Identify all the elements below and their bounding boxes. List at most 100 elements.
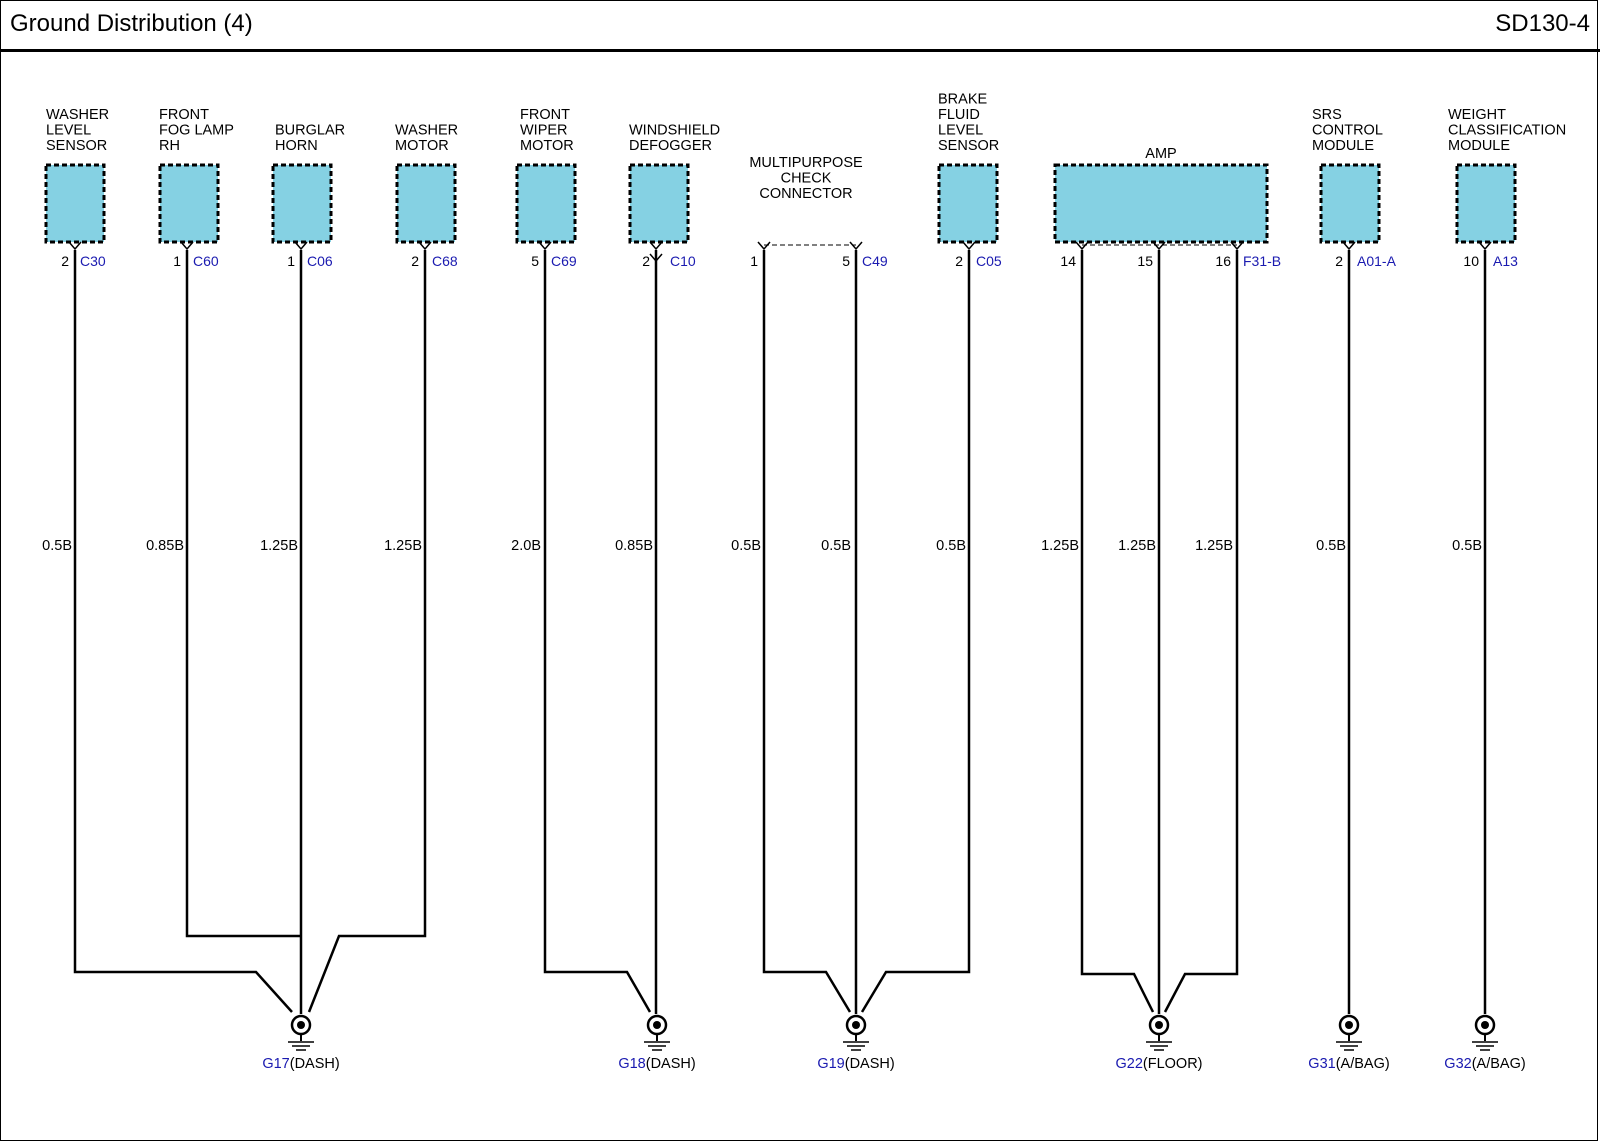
connector-code-c49: C49 xyxy=(862,253,888,269)
component-label-a01a: SRS xyxy=(1312,107,1342,123)
component-label-a13: WEIGHT xyxy=(1448,107,1506,123)
component-label-c60: FRONT xyxy=(159,107,209,123)
connector-code-c10: C10 xyxy=(670,253,696,269)
page-title: Ground Distribution (4) xyxy=(10,10,253,37)
ground-location: (DASH) xyxy=(845,1056,895,1072)
pin-number: 10 xyxy=(1463,253,1479,269)
ground-wire xyxy=(543,250,652,1013)
pin-number: 2 xyxy=(955,253,963,269)
component-label-c06: HORN xyxy=(275,138,318,154)
ground-location: (A/BAG) xyxy=(1472,1056,1526,1072)
ground-label-g17: G17(DASH) xyxy=(262,1056,339,1072)
pin-terminal xyxy=(962,241,976,251)
wire-label: 0.85B xyxy=(615,538,653,554)
pin-terminal xyxy=(1342,241,1356,251)
pin-number: 1 xyxy=(750,253,758,269)
ground-code: G17 xyxy=(262,1056,289,1072)
ground-label-g19: G19(DASH) xyxy=(817,1056,894,1072)
pin-number: 2 xyxy=(61,253,69,269)
wire-label: 2.0B xyxy=(511,538,541,554)
pin-number: 5 xyxy=(842,253,850,269)
component-label-c69: WIPER xyxy=(520,123,568,139)
component-label-c30: WASHER xyxy=(46,107,109,123)
wire-label: 1.25B xyxy=(384,538,422,554)
pin-number: 5 xyxy=(531,253,539,269)
pin-number: 15 xyxy=(1137,253,1153,269)
ground-eyelet-center xyxy=(1155,1021,1163,1029)
component-label-c30: LEVEL xyxy=(46,123,91,139)
pin-number: 14 xyxy=(1060,253,1076,269)
pin-terminal xyxy=(294,241,308,251)
ground-label-g31: G31(A/BAG) xyxy=(1308,1056,1389,1072)
connector-code-a13: A13 xyxy=(1493,253,1518,269)
component-box-c30 xyxy=(44,163,106,244)
ground-code: G19 xyxy=(817,1056,844,1072)
wire-label: 1.25B xyxy=(1118,538,1156,554)
ground-label-g18: G18(DASH) xyxy=(618,1056,695,1072)
pin-terminal xyxy=(849,241,863,251)
ground-code: G22 xyxy=(1115,1056,1142,1072)
wire-label: 0.5B xyxy=(731,538,761,554)
ground-wire xyxy=(860,250,971,1013)
component-label-c05: SENSOR xyxy=(938,138,999,154)
component-label-c05: FLUID xyxy=(938,107,980,123)
connector-code-c60: C60 xyxy=(193,253,219,269)
connector-code-c69: C69 xyxy=(551,253,577,269)
connector-code-a01a: A01-A xyxy=(1357,253,1397,269)
pin-terminal xyxy=(538,241,552,251)
pin-terminal xyxy=(1230,241,1244,251)
component-box-c10 xyxy=(628,163,690,244)
wire-label: 0.5B xyxy=(1316,538,1346,554)
component-label-c60: FOG LAMP xyxy=(159,123,234,139)
pin-terminal xyxy=(649,241,663,251)
ground-label-g32: G32(A/BAG) xyxy=(1444,1056,1525,1072)
page-code: SD130-4 xyxy=(1495,10,1590,37)
pin-terminal xyxy=(757,241,771,251)
component-label-a13: MODULE xyxy=(1448,138,1510,154)
component-box-c06 xyxy=(271,163,333,244)
connector-code-c30: C30 xyxy=(80,253,106,269)
ground-wire xyxy=(762,250,852,1013)
ground-location: (DASH) xyxy=(646,1056,696,1072)
component-label-c69: MOTOR xyxy=(520,138,574,154)
component-label-c60: RH xyxy=(159,138,180,154)
component-label-c05: BRAKE xyxy=(938,92,987,108)
component-box-c68 xyxy=(395,163,457,244)
ground-wire xyxy=(185,250,301,938)
component-label-c49: CONNECTOR xyxy=(759,186,852,202)
ground-eyelet-center xyxy=(297,1021,305,1029)
component-label-c30: SENSOR xyxy=(46,138,107,154)
component-box-c69 xyxy=(515,163,577,244)
pin-number: 2 xyxy=(1335,253,1343,269)
pin-terminal xyxy=(418,241,432,251)
ground-location: (FLOOR) xyxy=(1143,1056,1203,1072)
pin-terminal xyxy=(68,241,82,251)
pin-number: 16 xyxy=(1215,253,1231,269)
wire-label: 0.85B xyxy=(146,538,184,554)
ground-wire xyxy=(307,250,427,1013)
ground-wire xyxy=(73,250,293,1013)
ground-eyelet-center xyxy=(1345,1021,1353,1029)
connector-code-c68: C68 xyxy=(432,253,458,269)
ground-wire xyxy=(1080,250,1155,1013)
wire-label: 0.5B xyxy=(42,538,72,554)
pin-terminal xyxy=(1075,241,1089,251)
ground-code: G32 xyxy=(1444,1056,1471,1072)
component-box-a01a xyxy=(1319,163,1381,244)
header-rule xyxy=(0,49,1600,52)
ground-eyelet-center xyxy=(852,1021,860,1029)
component-label-c49: MULTIPURPOSE xyxy=(749,155,863,171)
component-label-f31b: AMP xyxy=(1145,146,1176,162)
pin-number: 1 xyxy=(287,253,295,269)
component-box-f31b xyxy=(1053,163,1269,244)
pin-number: 2 xyxy=(642,253,650,269)
component-box-c05 xyxy=(937,163,999,244)
ground-code: G18 xyxy=(618,1056,645,1072)
wire-label: 0.5B xyxy=(1452,538,1482,554)
pin-number: 2 xyxy=(411,253,419,269)
wire-label: 0.5B xyxy=(936,538,966,554)
component-label-c68: MOTOR xyxy=(395,138,449,154)
wire-label: 0.5B xyxy=(821,538,851,554)
